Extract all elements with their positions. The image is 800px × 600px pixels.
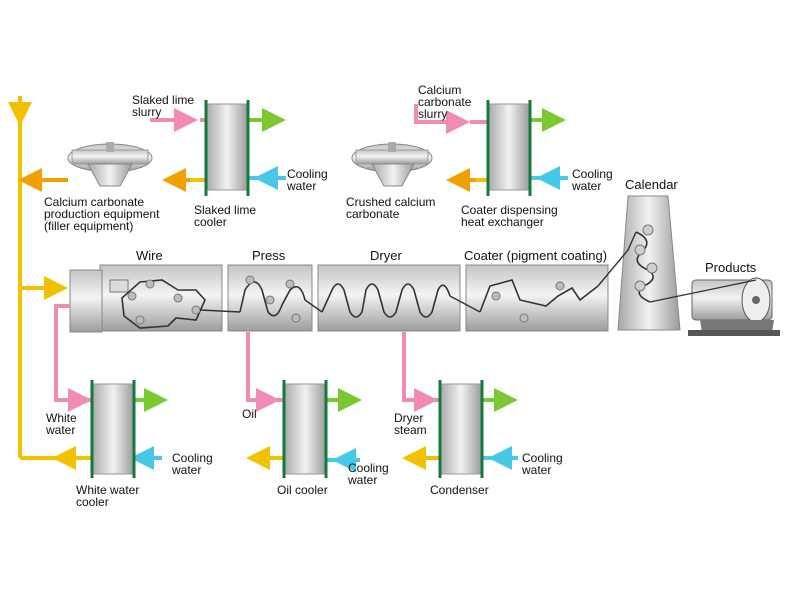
condenser-label: Condenser xyxy=(430,483,489,497)
coater-hex-label: Coater dispensing heat exchanger xyxy=(461,203,558,229)
cooling-water-label-3: Cooling water xyxy=(172,451,213,477)
oil-cooler-label: Oil cooler xyxy=(277,483,328,497)
calcium-slurry-label: Calcium carbonate slurry xyxy=(418,83,472,121)
web-to-roll xyxy=(649,279,757,303)
main-supply-line xyxy=(8,96,68,458)
condenser xyxy=(438,380,484,478)
wire-label: Wire xyxy=(136,248,163,263)
oil-cooler xyxy=(282,380,328,478)
products-label: Products xyxy=(705,260,757,275)
cooling-water-label-2: Cooling water xyxy=(572,167,613,193)
headbox xyxy=(69,269,103,333)
paper-web xyxy=(199,231,637,313)
coater-section xyxy=(465,264,609,332)
slaked-lime-cooler-label: Slaked lime cooler xyxy=(194,203,257,229)
coater-heat-exchanger xyxy=(486,100,532,196)
white-water-cooler xyxy=(90,380,136,478)
white-water-label: White water xyxy=(46,411,77,437)
cooling-water-label-5: Cooling water xyxy=(522,451,563,477)
calendar-label: Calendar xyxy=(625,177,678,192)
press-label: Press xyxy=(252,248,286,263)
crushed-calcium-label: Crushed calcium carbonate xyxy=(346,195,436,221)
dryer-steam-label: Dryer steam xyxy=(394,411,427,437)
dryer-label: Dryer xyxy=(370,248,402,263)
product-roll xyxy=(688,277,780,336)
calendar-section xyxy=(617,195,681,331)
oil-label: Oil xyxy=(242,407,257,421)
coater-label: Coater (pigment coating) xyxy=(464,248,608,263)
calcium-carbonate-equipment xyxy=(67,142,153,187)
white-water-cooler-label: White water cooler xyxy=(76,483,140,509)
dryer-section xyxy=(317,264,461,332)
press-section xyxy=(227,264,313,332)
calcium-production-label: Calcium carbonate production equipment (… xyxy=(44,195,160,233)
cooling-water-label-1: Cooling water xyxy=(287,167,328,193)
cooling-water-label-4: Cooling water xyxy=(348,461,389,487)
slaked-lime-cooler xyxy=(204,100,250,196)
slaked-lime-slurry-label: Slaked lime slurry xyxy=(132,93,195,119)
crushed-calcium-equipment xyxy=(351,142,433,187)
wire-section xyxy=(69,264,223,333)
